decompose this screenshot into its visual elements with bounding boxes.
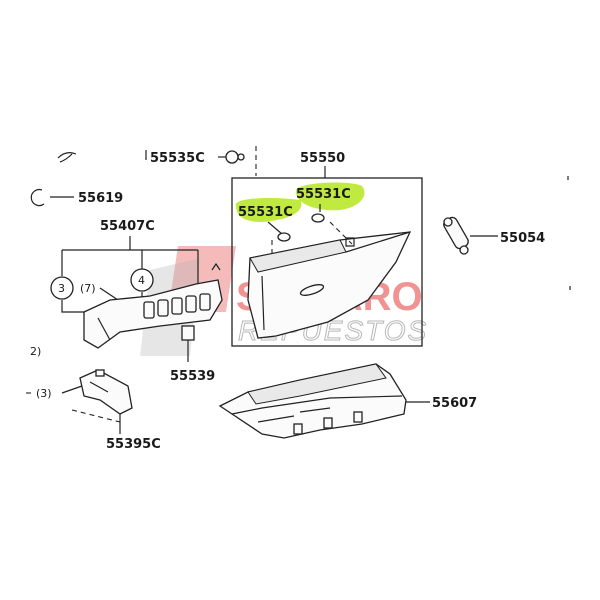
callout-55550: 55550 [300,151,345,166]
part-55607: 55607 [218,363,477,439]
svg-text:3: 3 [58,282,65,295]
clip-55619 [30,188,45,207]
part-55550: 55550 55531C 55531C [231,151,423,347]
assembly-frame-55550 [231,177,423,347]
bumper-55531c-b [311,213,325,223]
part-55054: 55054 [443,216,545,255]
panel-vents [143,293,211,319]
callout-55531c-a: 55531C [238,205,293,220]
note-2: 2) [30,345,41,358]
callout-55531c-b: 55531C [296,187,351,202]
highlight-55531c-b [295,182,365,211]
callout-55395c: 55395C [106,437,161,452]
note-7: (7) [80,282,96,295]
glove-box-handle [299,284,325,296]
svg-text:4: 4 [138,274,145,287]
callout-55539: 55539 [170,369,215,384]
callout-55619: 55619 [78,191,123,206]
callout-55054: 55054 [500,231,545,246]
part-55407c: 55407C 3 (7) 4 [50,219,223,349]
marker-circle-3 [50,276,74,300]
stray-mark-right [567,176,571,290]
part-55535c: 55535C [145,146,257,176]
bracket-55395c [79,369,133,415]
stray-mark [57,152,77,163]
bumper-55531c-a [277,232,291,242]
highlight-marks [235,182,365,222]
part-55619: 55619 [30,188,123,207]
callout-55535c: 55535C [150,151,205,166]
callout-55407c: 55407C [100,219,155,234]
marker-circle-4 [130,268,154,292]
highlight-55531c-a [235,198,302,222]
callout-55607: 55607 [432,396,477,411]
clip-55535c [225,150,239,164]
part-55395c: 55395C [71,369,161,452]
note-3-group: (3) [26,385,83,400]
clip-55539 [181,325,195,341]
note-3: (3) [36,387,52,400]
part-55539: 55539 [170,325,215,384]
